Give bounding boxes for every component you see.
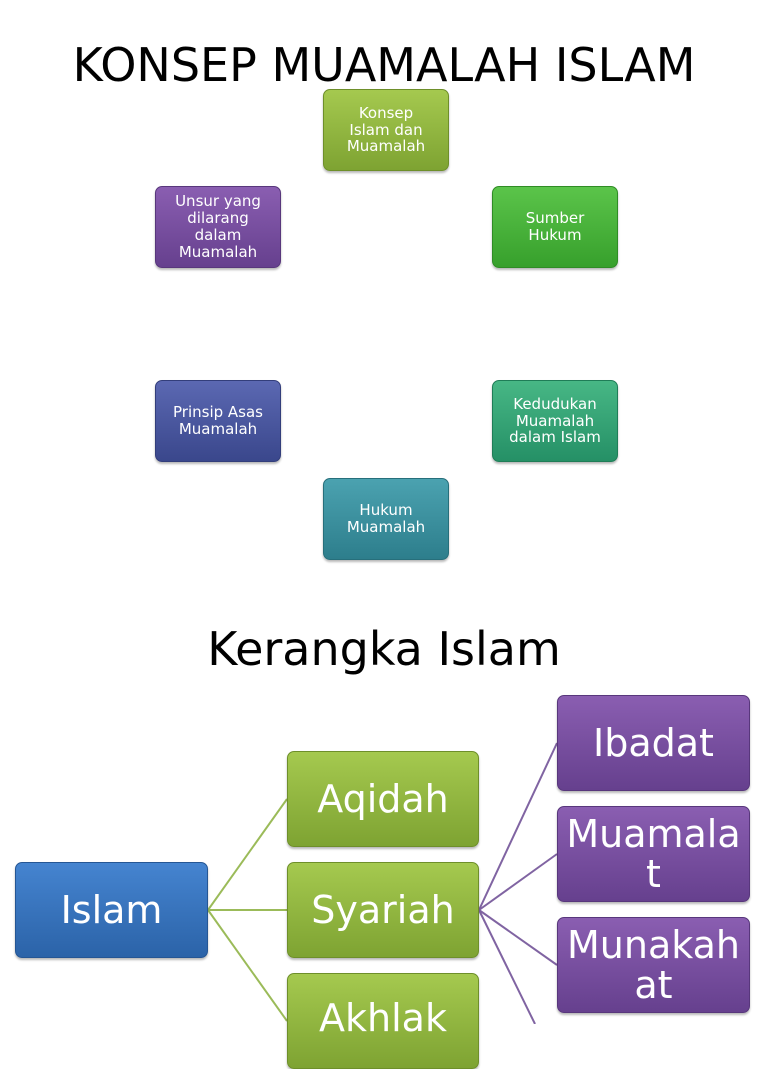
node-label: Munakah at (567, 922, 740, 1007)
connector-islam-akhlak (207, 909, 288, 1022)
node-label: Hukum Muamalah (346, 501, 426, 536)
connectors-islam (207, 798, 288, 1022)
slide-title-konsep: KONSEP MUAMALAH ISLAM (72, 38, 696, 92)
node-unsur-dilarang[interactable]: Unsur yang dilarang dalam Muamalah (155, 186, 281, 268)
node-islam[interactable]: Islam (15, 862, 208, 958)
connector-syariah-muamalat (478, 853, 558, 911)
connector-islam-aqidah (207, 798, 288, 911)
node-label: Unsur yang dilarang dalam Muamalah (175, 192, 261, 261)
slide-title-kerangka: Kerangka Islam (207, 622, 561, 676)
node-label: Muamala t (566, 811, 741, 896)
node-sumber-hukum[interactable]: Sumber Hukum (492, 186, 618, 268)
node-label: Akhlak (319, 996, 447, 1040)
connector-syariah-offscreen (478, 909, 536, 1024)
node-aqidah[interactable]: Aqidah (287, 751, 479, 847)
node-munakahat[interactable]: Munakah at (557, 917, 750, 1013)
node-label: Aqidah (317, 776, 449, 821)
tree-connectors (207, 742, 558, 1024)
node-label: Konsep Islam dan Muamalah (346, 103, 426, 156)
node-muamalat[interactable]: Muamala t (557, 806, 750, 902)
node-label: Sumber Hukum (525, 209, 585, 244)
node-kedudukan-muamalah[interactable]: Kedudukan Muamalah dalam Islam (492, 380, 618, 462)
node-syariah[interactable]: Syariah (287, 862, 479, 958)
connectors-syariah (478, 742, 558, 1024)
node-label: Kedudukan Muamalah dalam Islam (509, 394, 601, 447)
node-konsep-islam-dan-muamalah[interactable]: Konsep Islam dan Muamalah (323, 89, 449, 171)
connector-syariah-ibadat (478, 742, 558, 911)
node-ibadat[interactable]: Ibadat (557, 695, 750, 791)
node-label: Prinsip Asas Muamalah (173, 403, 263, 438)
node-label: Ibadat (593, 720, 714, 765)
node-hukum-muamalah[interactable]: Hukum Muamalah (323, 478, 449, 560)
node-akhlak[interactable]: Akhlak (287, 973, 479, 1069)
connector-syariah-munakahat (478, 909, 558, 966)
node-prinsip-asas-muamalah[interactable]: Prinsip Asas Muamalah (155, 380, 281, 462)
node-label: Islam (60, 887, 163, 932)
node-label: Syariah (311, 887, 455, 932)
